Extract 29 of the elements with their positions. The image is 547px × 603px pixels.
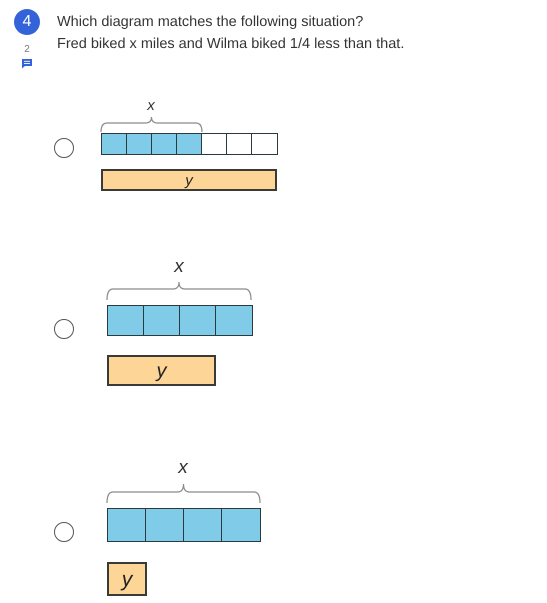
question-text: Which diagram matches the following situation?: [57, 14, 364, 31]
number-badge: [14, 9, 40, 35]
question-number: 4: [22, 14, 32, 30]
tape-segment: [176, 133, 203, 155]
tape-segment: [183, 508, 223, 542]
tape-segment: [143, 305, 181, 336]
question-text: Fred biked x miles and Wilma biked 1/4 less than that.: [57, 36, 404, 53]
variable-label: x: [178, 457, 188, 479]
tape-bar: [101, 169, 277, 191]
comment-count: 2: [24, 44, 30, 56]
variable-label: y: [185, 172, 193, 188]
tape-segment: [107, 508, 147, 542]
tape-segment: [221, 508, 261, 542]
tape-segment: [107, 305, 145, 336]
tape-segment: [251, 133, 278, 155]
tape-segment: [215, 305, 253, 336]
tape-segment: [226, 133, 253, 155]
variable-label: x: [147, 97, 155, 114]
variable-label: x: [174, 256, 184, 278]
tape-bar: [107, 355, 216, 386]
variable-label: y: [156, 360, 166, 380]
tape-bar: [107, 562, 147, 596]
tape-segment: [151, 133, 178, 155]
tape-segment: [101, 133, 128, 155]
tape-segment: [145, 508, 185, 542]
tape-segment: [126, 133, 153, 155]
variable-label: y: [122, 568, 132, 590]
tape-segment: [179, 305, 217, 336]
tape-segment: [201, 133, 228, 155]
